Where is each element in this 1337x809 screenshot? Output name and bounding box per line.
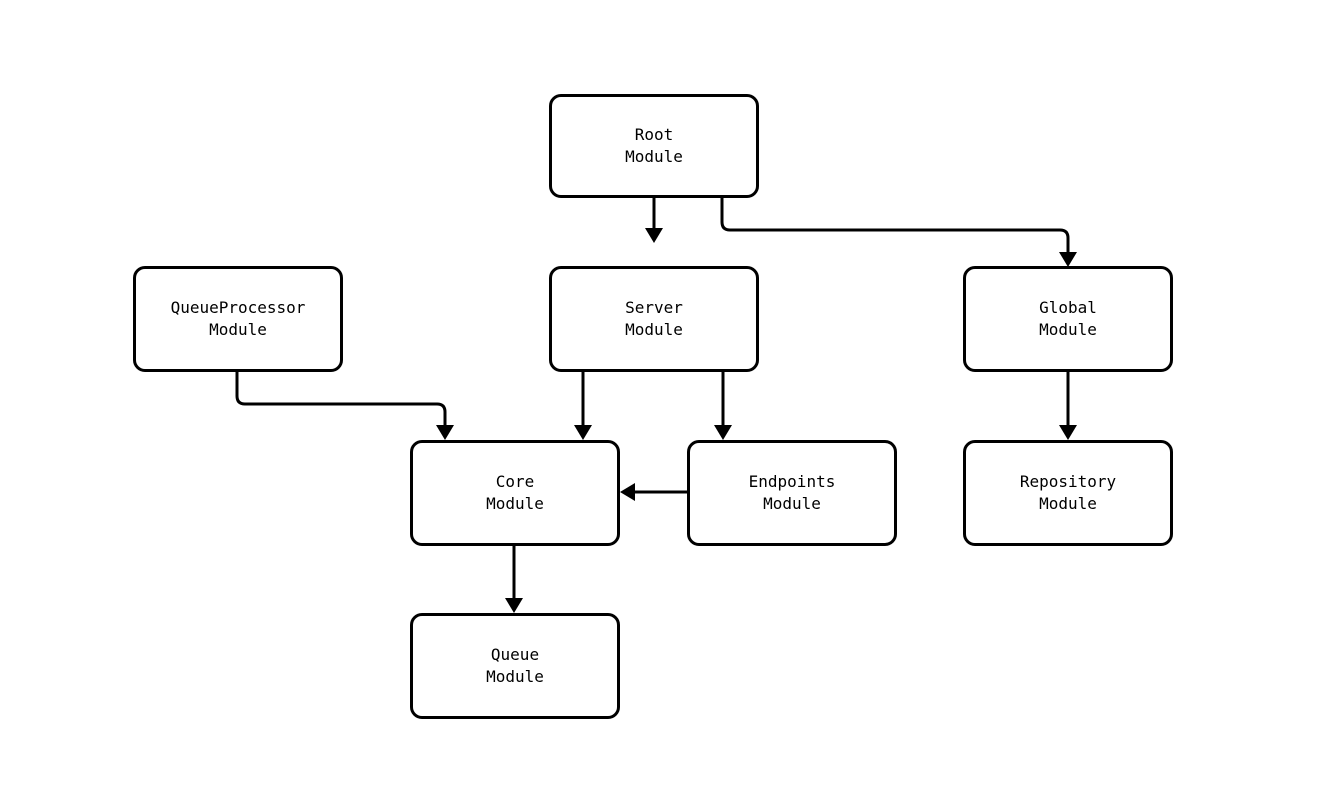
edge-endpoints-to-core <box>620 483 687 501</box>
node-repository[interactable]: Repository Module <box>963 440 1173 546</box>
node-queue-label-line2: Module <box>486 667 544 686</box>
node-repository-label-line1: Repository <box>1019 472 1117 491</box>
node-core[interactable]: Core Module <box>410 440 620 546</box>
node-root[interactable]: Root Module <box>549 94 759 198</box>
node-endpoints-label-line2: Module <box>763 494 821 513</box>
node-repository-label-line2: Module <box>1039 494 1097 513</box>
node-global-label-line2: Module <box>1039 320 1097 339</box>
node-global[interactable]: Global Module <box>963 266 1173 372</box>
node-server-label-line2: Module <box>625 320 683 339</box>
node-server-label-line1: Server <box>625 298 683 317</box>
node-endpoints-label-line1: Endpoints <box>748 472 836 491</box>
edge-server-to-core <box>574 372 592 440</box>
node-core-label-line1: Core <box>495 472 535 491</box>
edge-core-to-queue <box>505 546 523 613</box>
node-root-label-line1: Root <box>634 125 674 144</box>
node-global-label-line1: Global <box>1039 298 1097 317</box>
edge-global-to-repository <box>1059 372 1077 440</box>
node-queueprocessor[interactable]: QueueProcessor Module <box>133 266 343 372</box>
edge-server-to-endpoints <box>714 372 732 440</box>
edge-root-to-server <box>645 198 663 243</box>
node-queue-label-line1: Queue <box>490 645 540 664</box>
node-endpoints[interactable]: Endpoints Module <box>687 440 897 546</box>
node-root-label-line2: Module <box>625 147 683 166</box>
node-queueprocessor-label-line2: Module <box>209 320 267 339</box>
edge-root-to-global <box>720 198 1077 267</box>
edge-queueprocessor-to-core <box>235 372 454 440</box>
node-core-label-line2: Module <box>486 494 544 513</box>
node-server[interactable]: Server Module <box>549 266 759 372</box>
node-queueprocessor-label-line1: QueueProcessor <box>170 298 306 317</box>
node-queue[interactable]: Queue Module <box>410 613 620 719</box>
